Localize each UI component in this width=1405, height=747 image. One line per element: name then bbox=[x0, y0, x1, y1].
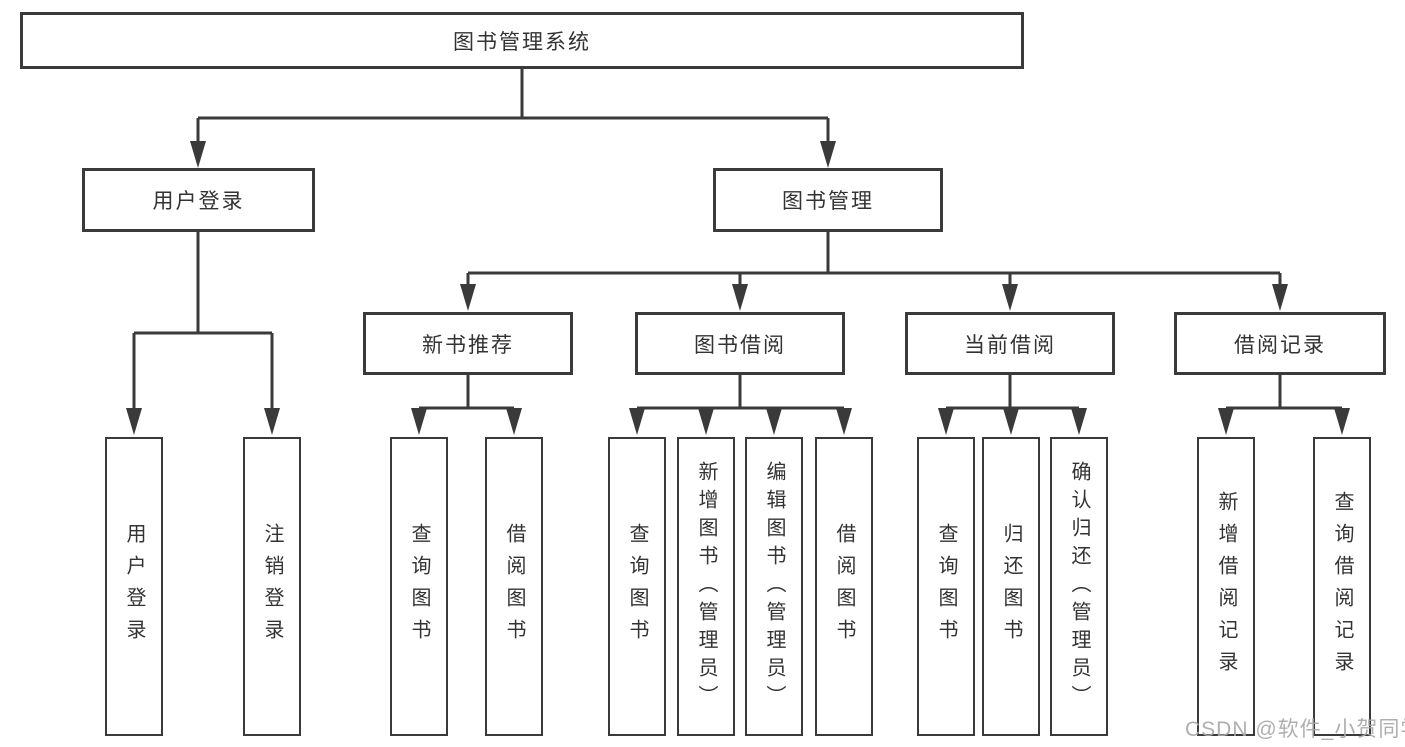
node-new-book-recommend: 新书推荐 bbox=[363, 312, 573, 375]
node-current-borrow: 当前借阅 bbox=[905, 312, 1115, 375]
leaf-logout-label: 注销登录 bbox=[261, 522, 283, 651]
node-book-borrow: 图书借阅 bbox=[635, 312, 845, 375]
leaf-query-books-recommend: 查询图书 bbox=[390, 437, 448, 736]
leaf-query-books-borrow-label: 查询图书 bbox=[626, 522, 648, 651]
leaf-user-login: 用户登录 bbox=[105, 437, 163, 736]
node-library-system-label: 图书管理系统 bbox=[453, 30, 591, 54]
leaf-logout: 注销登录 bbox=[243, 437, 301, 736]
leaf-query-books-current-label: 查询图书 bbox=[935, 522, 957, 651]
leaf-query-borrow-record-label: 查询借阅记录 bbox=[1331, 490, 1353, 683]
node-user-login-label: 用户登录 bbox=[152, 190, 245, 213]
leaf-confirm-return-admin: 确认归还（管理员） bbox=[1050, 437, 1108, 736]
leaf-add-book-admin: 新增图书（管理员） bbox=[677, 437, 735, 736]
leaf-query-books-borrow: 查询图书 bbox=[608, 437, 666, 736]
leaf-add-borrow-record: 新增借阅记录 bbox=[1197, 437, 1255, 736]
leaf-edit-book-admin: 编辑图书（管理员） bbox=[745, 437, 803, 736]
node-book-management-label: 图书管理 bbox=[782, 190, 874, 213]
leaf-borrow-books-recommend: 借阅图书 bbox=[485, 437, 543, 736]
node-borrow-records: 借阅记录 bbox=[1174, 312, 1386, 375]
node-book-management: 图书管理 bbox=[713, 168, 943, 232]
leaf-return-book: 归还图书 bbox=[982, 437, 1040, 736]
leaf-borrow-books: 借阅图书 bbox=[815, 437, 873, 736]
leaf-user-login-label: 用户登录 bbox=[123, 522, 145, 651]
csdn-watermark: CSDN @软件_小贺同学 bbox=[1185, 718, 1405, 741]
leaf-borrow-books-label: 借阅图书 bbox=[833, 522, 855, 651]
leaf-edit-book-admin-label: 编辑图书（管理员） bbox=[763, 460, 785, 713]
node-new-book-recommend-label: 新书推荐 bbox=[422, 333, 514, 357]
leaf-borrow-books-recommend-label: 借阅图书 bbox=[503, 522, 525, 651]
leaf-query-books-recommend-label: 查询图书 bbox=[408, 522, 430, 651]
node-library-system: 图书管理系统 bbox=[20, 12, 1024, 69]
node-book-borrow-label: 图书借阅 bbox=[694, 333, 786, 357]
node-user-login: 用户登录 bbox=[82, 168, 315, 232]
node-current-borrow-label: 当前借阅 bbox=[964, 333, 1056, 357]
node-borrow-records-label: 借阅记录 bbox=[1234, 333, 1326, 357]
leaf-confirm-return-admin-label: 确认归还（管理员） bbox=[1068, 460, 1090, 713]
leaf-query-books-current: 查询图书 bbox=[917, 437, 975, 736]
leaf-add-book-admin-label: 新增图书（管理员） bbox=[695, 460, 717, 713]
leaf-return-book-label: 归还图书 bbox=[1000, 522, 1022, 651]
leaf-add-borrow-record-label: 新增借阅记录 bbox=[1215, 490, 1237, 683]
leaf-query-borrow-record: 查询借阅记录 bbox=[1313, 437, 1371, 736]
